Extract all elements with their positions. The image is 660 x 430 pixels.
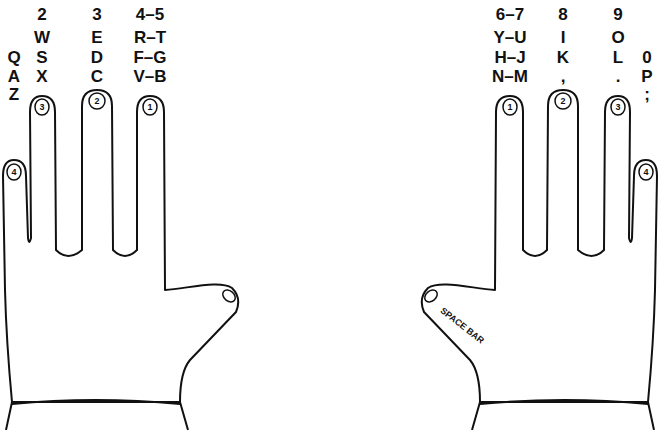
finger-number: 4: [11, 168, 16, 177]
key-label: 6–7: [496, 6, 524, 23]
key-label: Z: [9, 86, 19, 103]
key-label: O: [611, 29, 624, 46]
finger-number: 2: [560, 97, 565, 106]
key-label: F–G: [133, 49, 166, 66]
key-label: Y–U: [493, 29, 526, 46]
key-label: ;: [644, 86, 650, 103]
finger-number: 4: [643, 168, 648, 177]
key-label: S: [36, 49, 47, 66]
key-label: C: [91, 68, 103, 85]
key-label: P: [641, 68, 652, 85]
left-hand: [3, 90, 238, 430]
key-label: L: [613, 49, 623, 66]
key-label: 3: [92, 6, 101, 23]
key-label: X: [36, 68, 47, 85]
key-label: 8: [558, 6, 567, 23]
key-label: 2: [37, 6, 46, 23]
key-label: D: [91, 49, 103, 66]
key-label: I: [561, 29, 566, 46]
key-label: E: [91, 29, 102, 46]
finger-number: 3: [39, 103, 44, 112]
key-label: N–M: [492, 68, 528, 85]
key-label: 9: [613, 6, 622, 23]
key-label: .: [616, 68, 621, 85]
finger-number: 1: [507, 103, 512, 112]
right-hand: [422, 90, 657, 430]
key-label: A: [8, 68, 20, 85]
finger-number: 2: [94, 97, 99, 106]
finger-number: 1: [147, 103, 152, 112]
key-label: ,: [561, 68, 566, 85]
key-label: W: [34, 29, 50, 46]
finger-number: 3: [615, 103, 620, 112]
key-label: V–B: [133, 68, 166, 85]
key-label: Q: [7, 49, 20, 66]
key-label: 4–5: [136, 6, 164, 23]
key-label: H–J: [494, 49, 525, 66]
thumb-label: SPACE BAR: [439, 306, 486, 345]
key-label: R–T: [134, 29, 166, 46]
key-label: K: [557, 49, 569, 66]
key-label: 0: [642, 49, 651, 66]
